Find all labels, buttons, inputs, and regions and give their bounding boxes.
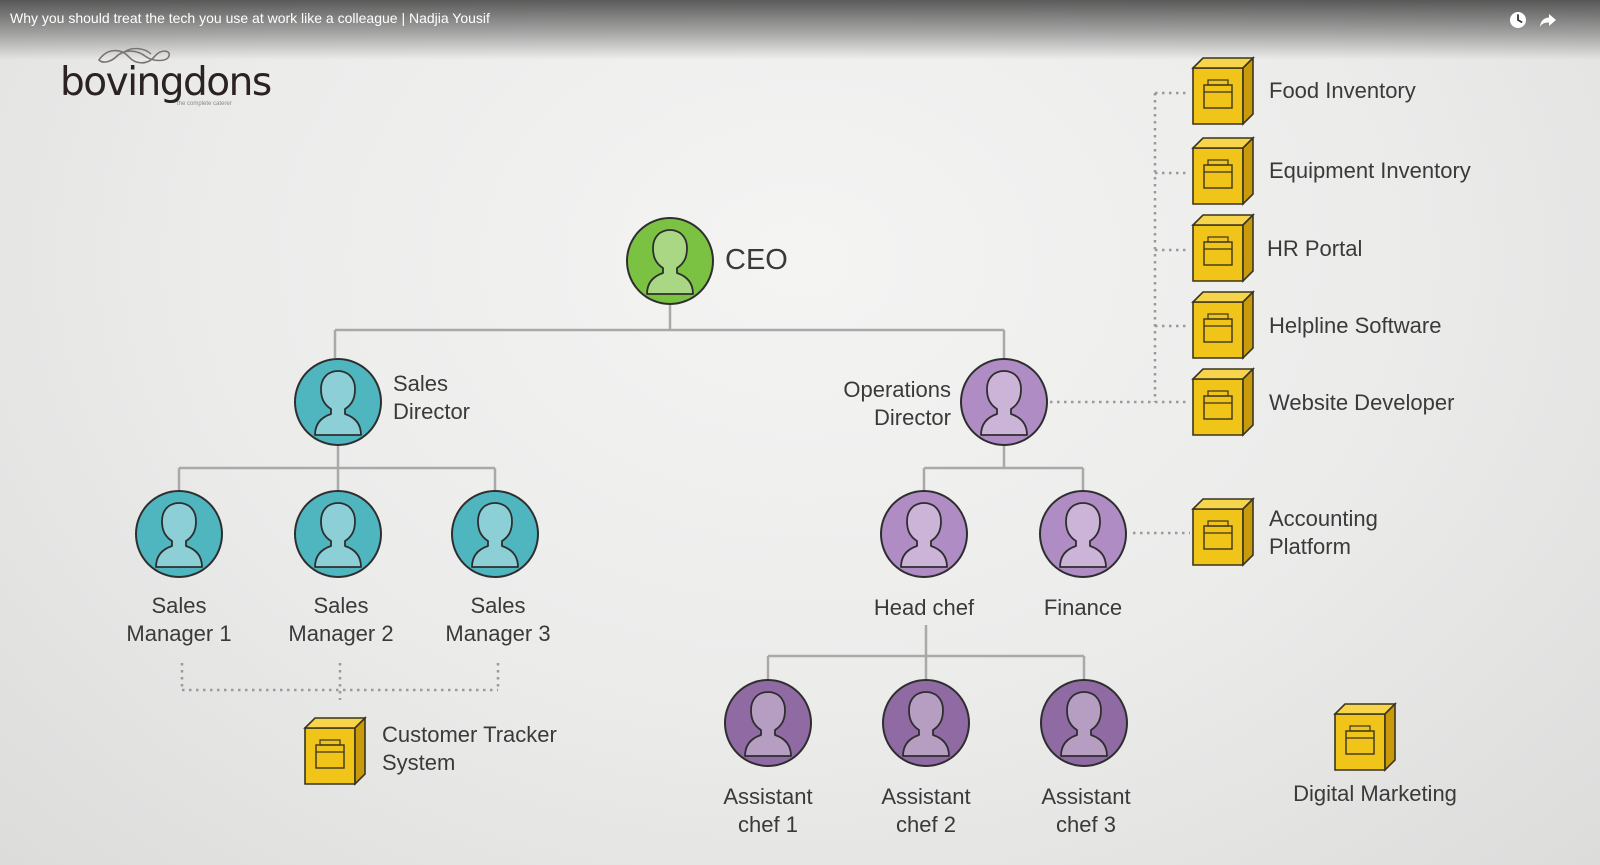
label-operations-director: Operations Director bbox=[843, 377, 951, 430]
clock-icon[interactable] bbox=[1508, 10, 1528, 30]
system-link-lines bbox=[180, 91, 1190, 700]
label-ceo: CEO bbox=[725, 244, 788, 276]
label-sales-manager-3: Sales Manager 3 bbox=[445, 593, 551, 646]
label-sales-manager-1: Sales Manager 1 bbox=[126, 593, 232, 646]
person-sales-director[interactable] bbox=[294, 358, 382, 446]
label-customer-tracker: Customer Tracker System bbox=[382, 722, 557, 775]
box-digital-marketing-icon[interactable] bbox=[1334, 703, 1396, 771]
label-accounting-platform: Accounting Platform bbox=[1269, 506, 1378, 559]
person-assistant-chef-3[interactable] bbox=[1040, 679, 1128, 767]
box-equipment-inventory-icon[interactable] bbox=[1192, 137, 1254, 205]
label-sales-director: Sales Director bbox=[393, 371, 471, 424]
label-hr-portal: HR Portal bbox=[1267, 236, 1363, 261]
label-digital-marketing: Digital Marketing bbox=[1293, 781, 1457, 806]
label-sales-manager-2: Sales Manager 2 bbox=[288, 593, 394, 646]
label-assistant-chef-2: Assistant chef 2 bbox=[881, 784, 971, 837]
logo-swirl-icon bbox=[97, 47, 171, 64]
logo-tagline: the complete caterer bbox=[177, 101, 232, 107]
person-sales-manager-2[interactable] bbox=[294, 490, 382, 578]
hierarchy-lines bbox=[177, 300, 1086, 680]
person-sales-manager-1[interactable] bbox=[135, 490, 223, 578]
box-accounting-platform-icon[interactable] bbox=[1192, 498, 1254, 566]
share-arrow-icon[interactable] bbox=[1538, 10, 1558, 30]
box-hr-portal-icon[interactable] bbox=[1192, 214, 1254, 282]
logo-wordmark: bovingdons bbox=[60, 60, 272, 105]
person-sales-manager-3[interactable] bbox=[451, 490, 539, 578]
label-equipment-inventory: Equipment Inventory bbox=[1269, 158, 1471, 183]
box-food-inventory-icon[interactable] bbox=[1192, 57, 1254, 125]
label-head-chef: Head chef bbox=[873, 595, 975, 620]
box-helpline-software-icon[interactable] bbox=[1192, 291, 1254, 359]
person-operations-director[interactable] bbox=[960, 358, 1048, 446]
label-food-inventory: Food Inventory bbox=[1269, 78, 1416, 103]
person-ceo[interactable] bbox=[626, 217, 714, 305]
person-assistant-chef-2[interactable] bbox=[882, 679, 970, 767]
label-website-developer: Website Developer bbox=[1269, 390, 1455, 415]
person-finance[interactable] bbox=[1039, 490, 1127, 578]
bovingdons-logo: bovingdons the complete caterer bbox=[60, 44, 272, 114]
label-helpline-software: Helpline Software bbox=[1269, 313, 1442, 338]
box-website-developer-icon[interactable] bbox=[1192, 368, 1254, 436]
label-assistant-chef-3: Assistant chef 3 bbox=[1041, 784, 1131, 837]
video-title-bar: Why you should treat the tech you use at… bbox=[0, 0, 1600, 60]
person-assistant-chef-1[interactable] bbox=[724, 679, 812, 767]
label-assistant-chef-1: Assistant chef 1 bbox=[723, 784, 813, 837]
person-head-chef[interactable] bbox=[880, 490, 968, 578]
box-customer-tracker-icon[interactable] bbox=[304, 717, 366, 785]
video-title[interactable]: Why you should treat the tech you use at… bbox=[10, 10, 490, 26]
label-finance: Finance bbox=[1043, 595, 1123, 620]
